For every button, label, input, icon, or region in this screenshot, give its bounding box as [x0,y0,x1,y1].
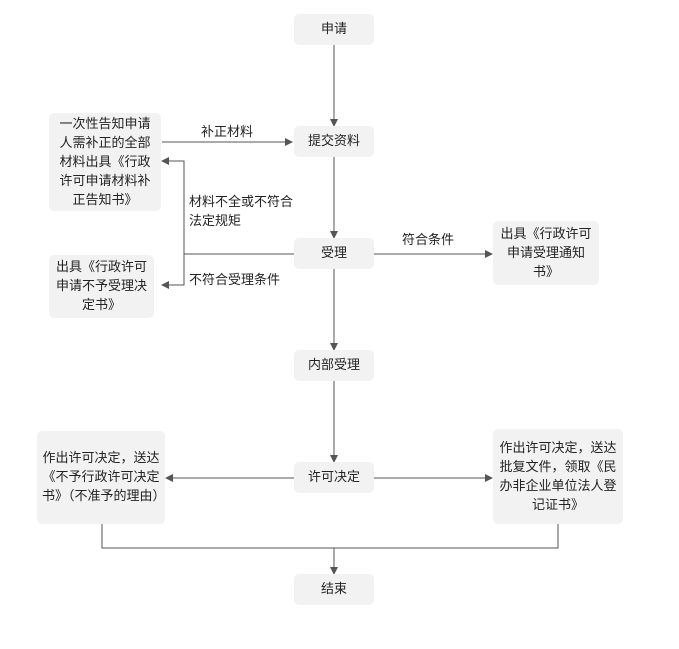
edge-deny-to-merge [101,524,334,549]
node-accepted-notice: 出具《行政许可申请受理通知书》 [493,221,599,285]
edge-accept-to-not-accepted [161,254,185,289]
node-correction-notice: 一次性告知申请人需补正的全部材料出具《行政许可申请材料补正告知书》 [49,113,161,211]
node-permit-decision: 许可决定 [294,462,374,493]
edge-accept-to-correction [161,157,294,255]
node-deny-decision: 作出许可决定，送达《不予行政许可决定书》（不准予的理由） [37,431,166,524]
node-apply: 申请 [294,14,374,45]
label-qualified: 符合条件 [402,233,455,248]
label-correct-materials: 补正材料 [201,125,254,140]
node-submit-materials: 提交资料 [294,126,374,157]
node-accept: 受理 [294,238,374,269]
label-not-qualified: 不符合受理条件 [189,273,281,288]
node-internal-acceptance: 内部受理 [294,350,374,381]
node-grant-decision: 作出许可决定，送达批复文件，领取《民办非企业单位法人登记证书》 [493,429,623,524]
edge-grant-to-merge [334,524,559,549]
node-not-accepted-decision: 出具《行政许可申请不予受理决定书》 [49,255,154,318]
node-end: 结束 [294,574,374,605]
label-incomplete-materials: 材料不全或不符合法定规矩 [189,195,294,229]
